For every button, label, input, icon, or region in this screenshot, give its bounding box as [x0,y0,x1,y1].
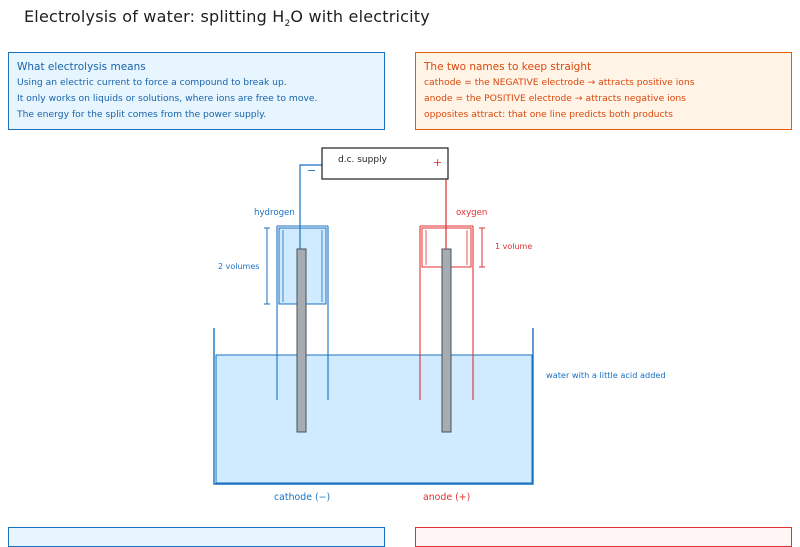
electrode-names-box: The two names to keep straight cathode =… [415,52,792,130]
hydrogen-label: hydrogen [254,208,295,218]
title-subscript: 2 [284,19,291,30]
oxygen-gas-detail [425,230,468,265]
bottom-right-box [415,527,792,547]
hydrogen-volume-label: 2 volumes [218,262,260,271]
hydrogen-volume-bracket [264,227,270,305]
names-line-2: anode = the POSITIVE electrode → attract… [424,93,686,104]
anode-electrode [441,248,452,433]
cathode-electrode [296,248,307,433]
tank [213,328,534,485]
positive-terminal-sign: + [433,156,443,169]
cathode-label: cathode (−) [274,492,331,503]
oxygen-volume-bracket [479,227,485,268]
anode-label: anode (+) [423,492,471,503]
what-line-2: It only works on liquids or solutions, w… [17,93,318,104]
oxygen-label: oxygen [456,208,488,218]
hydrogen-gas-detail [282,230,323,302]
what-line-1: Using an electric current to force a com… [17,77,287,88]
what-electrolysis-box: What electrolysis means Using an electri… [8,52,385,130]
page-title: Electrolysis of water: splitting H2O wit… [24,7,430,29]
water-label: water with a little acid added [546,370,666,380]
bottom-left-box [8,527,385,547]
negative-wire [299,164,322,249]
what-electrolysis-heading: What electrolysis means [17,61,146,73]
names-line-3: opposites attract: that one line predict… [424,109,673,120]
names-line-1: cathode = the NEGATIVE electrode → attra… [424,77,695,88]
oxygen-volume-label: 1 volume [495,242,533,251]
negative-terminal-sign: − [307,164,317,177]
dc-supply-label: d.c. supply [338,155,387,165]
electrode-names-heading: The two names to keep straight [424,61,592,73]
water [215,354,533,484]
title-suffix: O with electricity [290,7,430,26]
electrolysis-diagram [213,147,534,485]
what-line-3: The energy for the split comes from the … [17,109,267,120]
dc-supply [321,147,449,180]
title-prefix: Electrolysis of water: splitting H [24,7,285,26]
